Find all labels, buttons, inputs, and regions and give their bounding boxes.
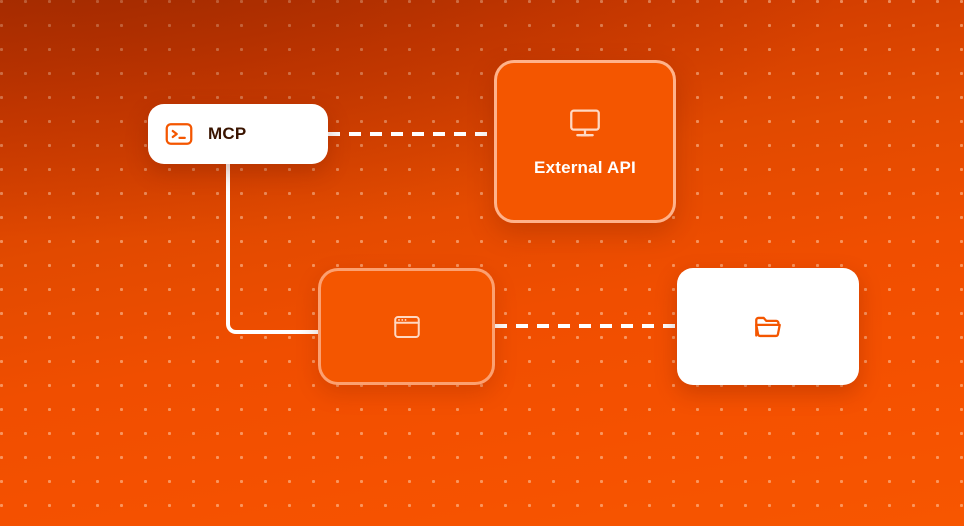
node-external-api-label: External API [534, 157, 636, 177]
node-mcp-label: MCP [208, 124, 247, 143]
connector-mcp-to-external-api [328, 132, 496, 136]
browser-window-icon [392, 312, 422, 342]
node-folder[interactable] [677, 268, 859, 385]
node-browser[interactable] [318, 268, 495, 385]
connector-mcp-to-browser [226, 164, 324, 334]
folder-icon [752, 311, 784, 343]
terminal-icon [164, 119, 194, 149]
node-external-api[interactable]: External API [494, 60, 676, 223]
node-mcp[interactable]: MCP [148, 104, 328, 164]
connector-browser-to-folder [495, 324, 678, 328]
monitor-icon [568, 106, 602, 140]
